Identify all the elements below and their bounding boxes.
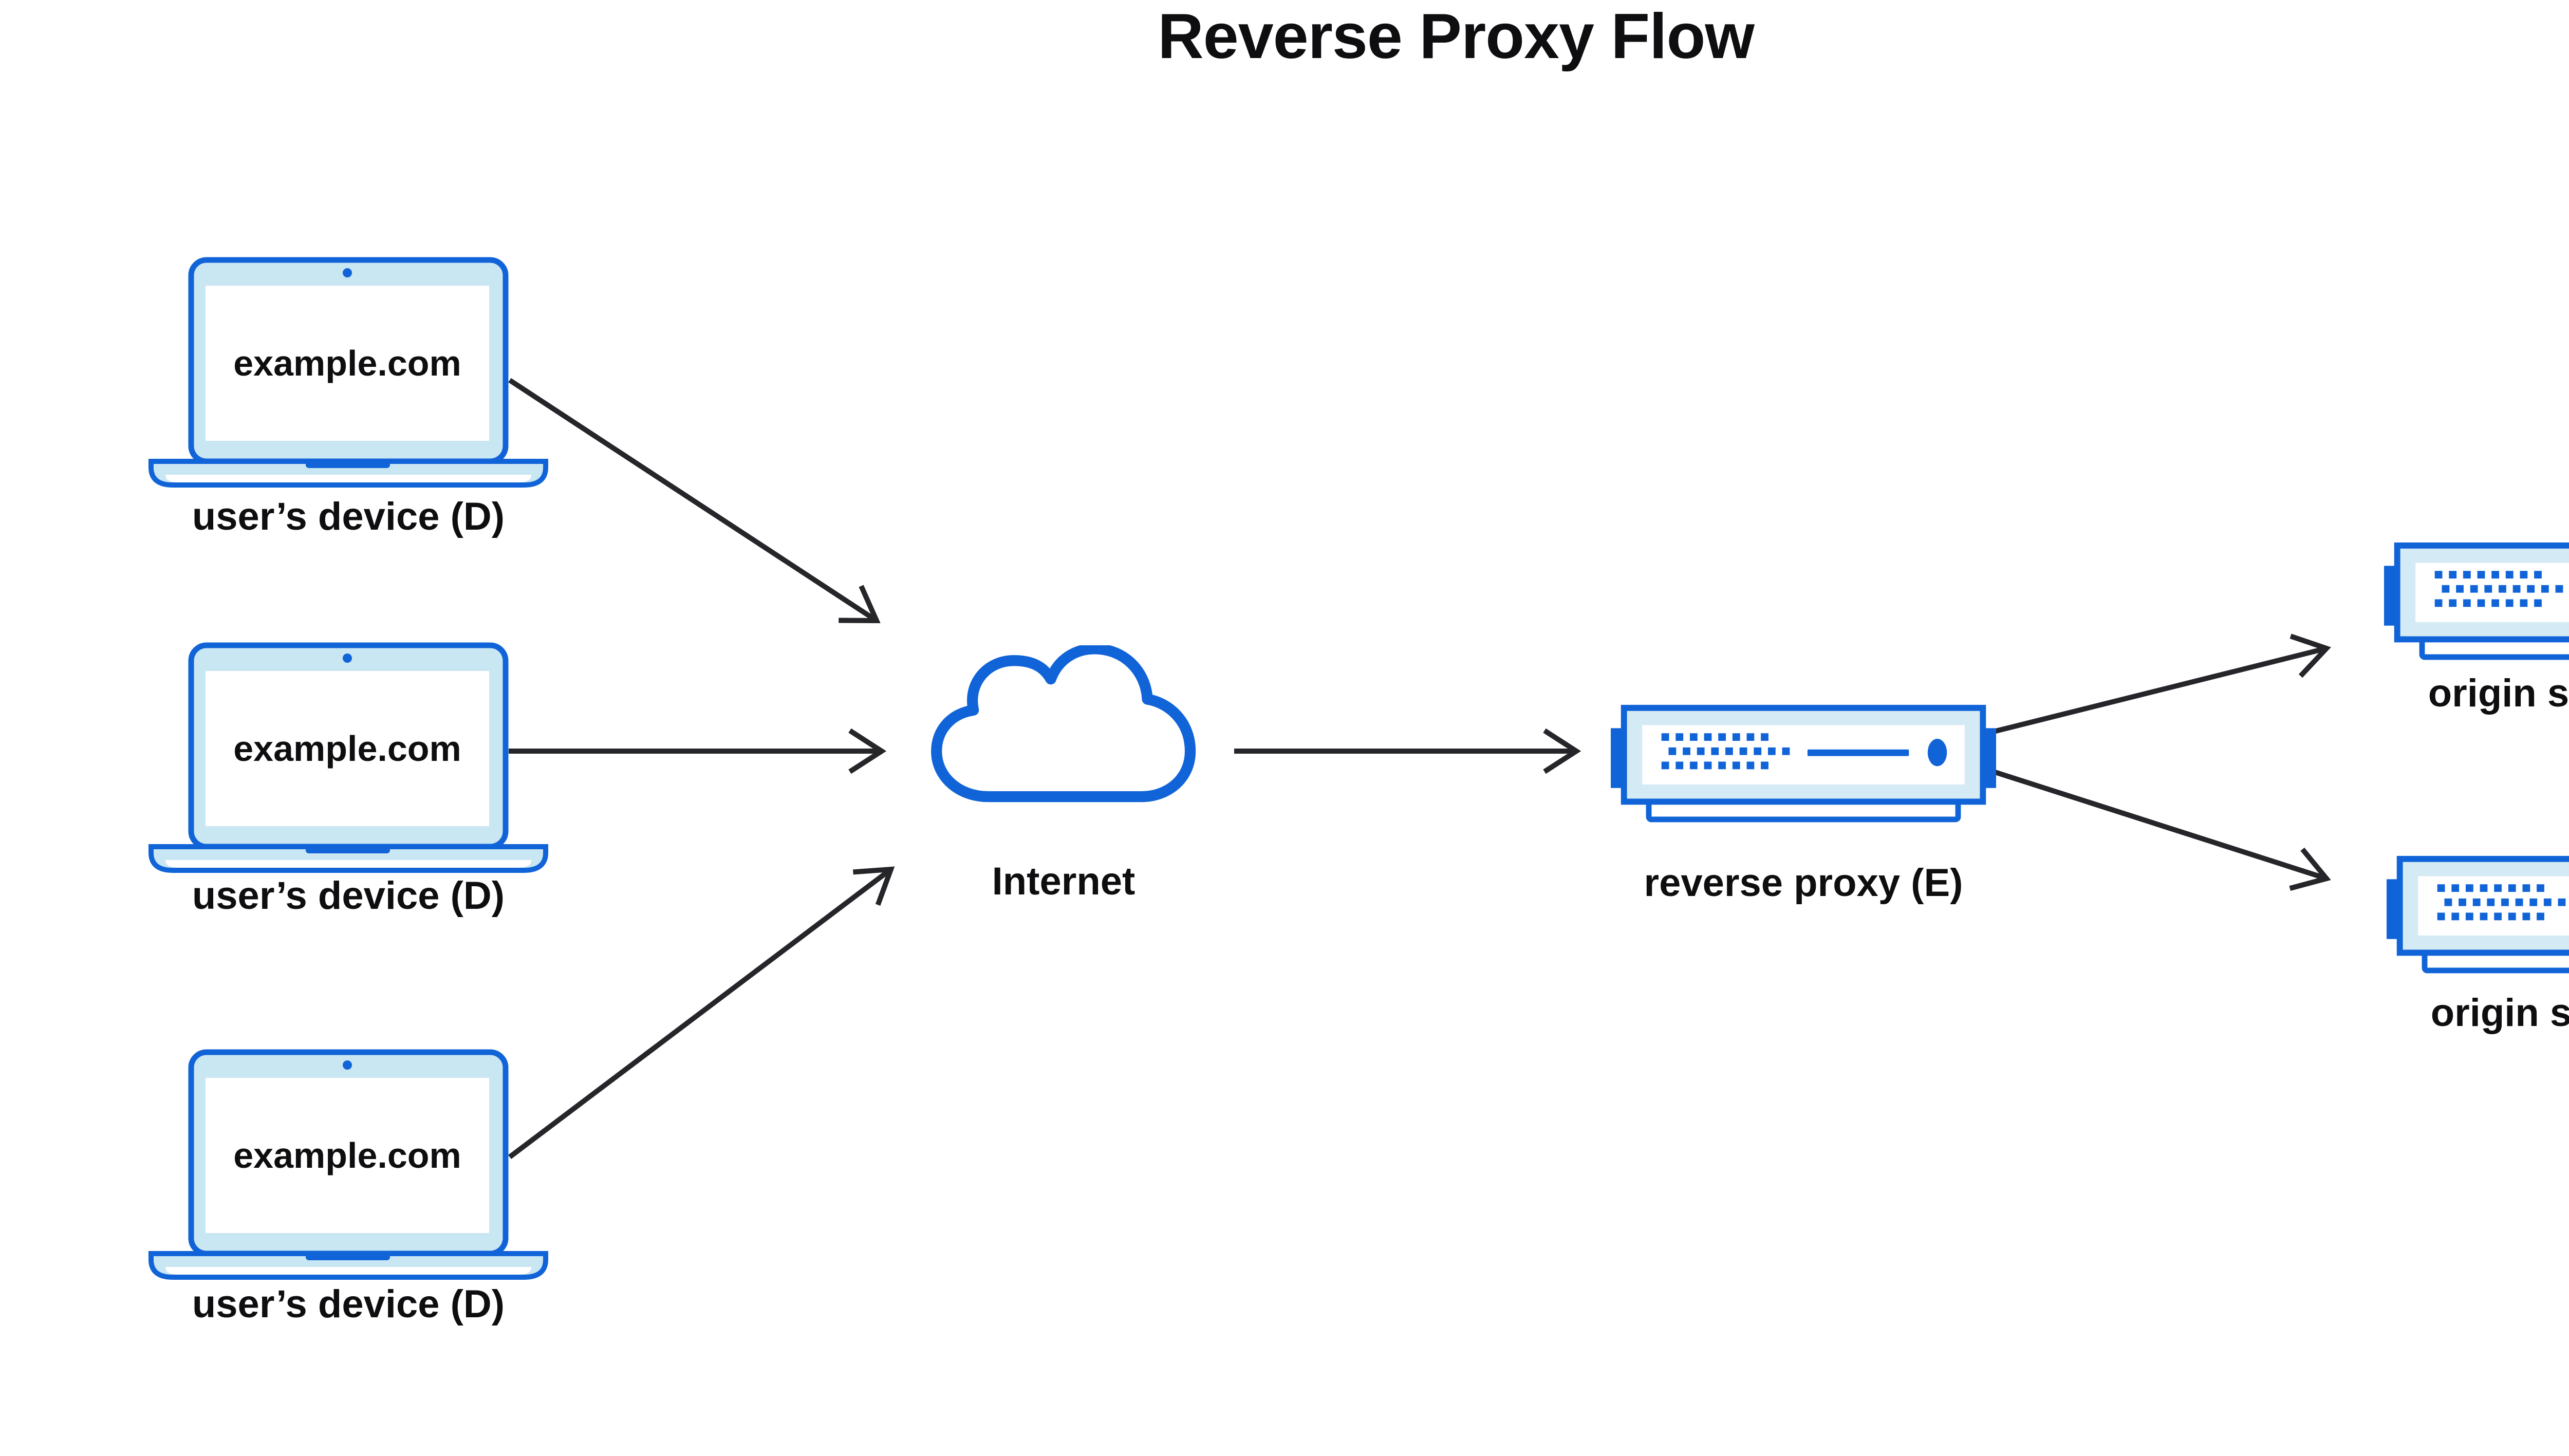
arrow-device1-to-internet	[508, 378, 881, 624]
device-screen-text: example.com	[233, 1135, 461, 1175]
internet-label: Internet	[992, 860, 1135, 903]
server-vent-dots	[1661, 733, 1790, 770]
laptop-icon	[148, 1049, 548, 1280]
arrow-device3-to-internet	[508, 866, 895, 1159]
page-title: Reverse Proxy Flow	[1158, 1, 1755, 72]
server-icon	[2387, 855, 2569, 974]
origin-server-2-label: origin server (F)	[2430, 991, 2569, 1035]
user-device-3-node: example.com	[148, 1049, 549, 1280]
arrow-proxy-to-origin2	[1993, 769, 2331, 891]
user-device-1-node: example.com	[148, 257, 549, 488]
device-screen-text: example.com	[233, 343, 461, 383]
device-screen-text: example.com	[233, 729, 461, 769]
user-device-1-label: user’s device (D)	[192, 495, 505, 538]
reverse-proxy-label: reverse proxy (E)	[1644, 861, 1963, 905]
server-icon	[2384, 542, 2569, 660]
cloud-icon	[931, 643, 1196, 802]
server-vent-dots	[2434, 571, 2563, 607]
reverse-proxy-node	[1611, 693, 1996, 827]
laptop-icon	[148, 642, 548, 873]
origin-server-1-label: origin server (F)	[2428, 671, 2569, 715]
origin-server-2-node	[2387, 844, 2569, 978]
user-device-2-label: user’s device (D)	[192, 874, 505, 918]
user-device-2-node: example.com	[148, 642, 549, 873]
user-device-3-label: user’s device (D)	[192, 1282, 505, 1326]
server-icon	[1611, 704, 1996, 823]
internet-node	[920, 643, 1205, 822]
laptop-icon	[148, 257, 548, 488]
server-vent-dots	[2437, 884, 2566, 921]
arrow-proxy-to-origin1	[1993, 633, 2331, 734]
origin-server-1-node	[2384, 530, 2569, 665]
